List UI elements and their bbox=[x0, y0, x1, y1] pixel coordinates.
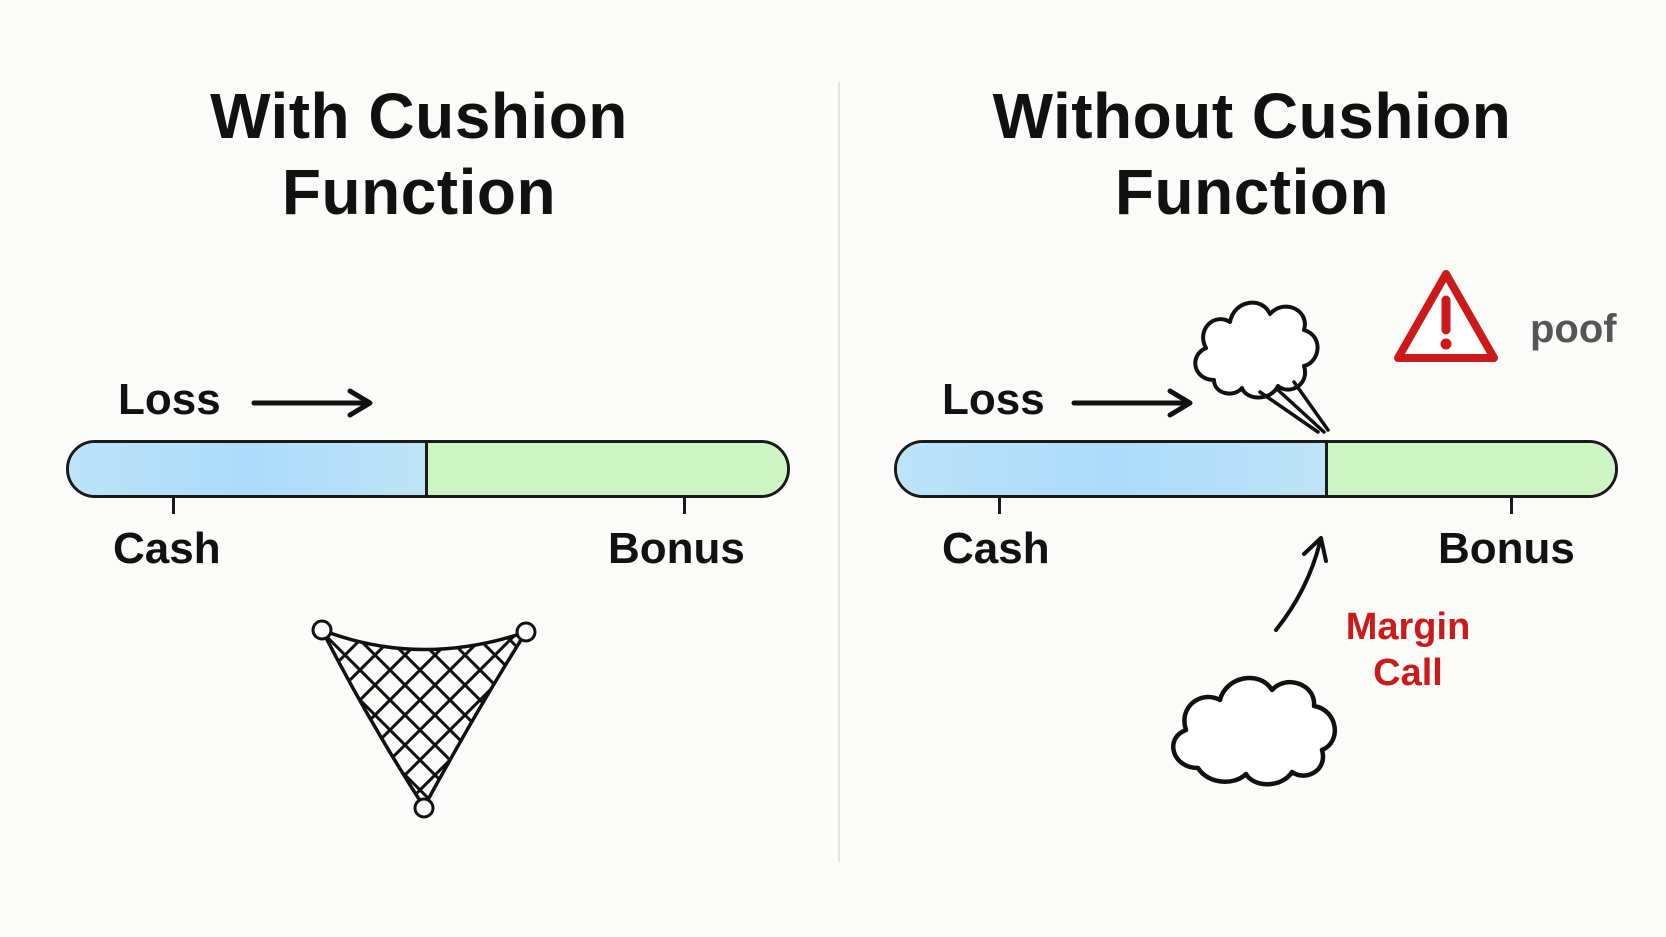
panel-title: Without Cushion Function bbox=[838, 78, 1666, 230]
loss-arrow-icon bbox=[1071, 388, 1193, 418]
margin-call-label: Margin Call bbox=[1308, 604, 1508, 696]
panel-without-cushion: Without Cushion Function Loss poof Cash … bbox=[838, 0, 1666, 937]
cash-segment bbox=[69, 443, 428, 495]
bonus-label: Bonus bbox=[1438, 524, 1575, 573]
cash-tick bbox=[998, 498, 1001, 514]
margin-call-line-1: Margin bbox=[1345, 606, 1471, 648]
loss-label: Loss bbox=[942, 375, 1045, 424]
title-line-2: Function bbox=[281, 156, 557, 228]
panel-title: With Cushion Function bbox=[0, 78, 838, 230]
title-line-1: Without Cushion bbox=[992, 80, 1512, 152]
panel-with-cushion: With Cushion Function Loss Cash Bonus bbox=[0, 78, 838, 819]
explosion-cloud-icon bbox=[1193, 300, 1330, 434]
cash-label: Cash bbox=[113, 524, 221, 573]
warning-triangle-icon bbox=[1394, 270, 1498, 362]
cash-segment bbox=[897, 443, 1328, 495]
poof-label: poof bbox=[1530, 307, 1617, 351]
loss-label: Loss bbox=[118, 375, 221, 424]
balance-bar bbox=[66, 440, 790, 498]
panel-divider bbox=[838, 82, 840, 862]
balance-bar bbox=[894, 440, 1618, 498]
bonus-label: Bonus bbox=[608, 524, 745, 573]
safety-net-icon bbox=[311, 619, 537, 819]
bonus-segment bbox=[1327, 443, 1615, 495]
margin-call-arrow-icon bbox=[1274, 536, 1328, 632]
cash-label: Cash bbox=[942, 524, 1050, 573]
title-line-1: With Cushion bbox=[210, 80, 628, 152]
cash-tick bbox=[172, 498, 175, 514]
bonus-segment bbox=[428, 443, 787, 495]
loss-arrow-icon bbox=[251, 388, 373, 418]
cloud-icon bbox=[1171, 675, 1338, 787]
title-line-2: Function bbox=[1114, 156, 1390, 228]
bonus-tick bbox=[1510, 498, 1513, 514]
bonus-tick bbox=[683, 498, 686, 514]
margin-call-line-2: Call bbox=[1373, 652, 1443, 694]
